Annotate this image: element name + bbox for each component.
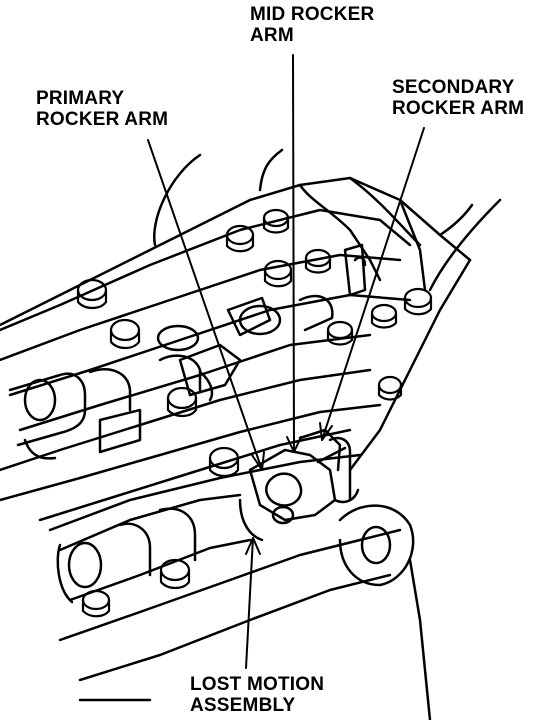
lost-motion-assembly-label-line2: ASSEMBLY xyxy=(190,695,296,716)
bolt-icon xyxy=(166,386,198,418)
leader-primary-rocker-arm xyxy=(147,139,263,471)
head-right-edge xyxy=(348,198,502,720)
lower-rocker-arm-assembly xyxy=(238,428,360,542)
leader-lost-motion-assembly xyxy=(245,537,254,669)
bolt-icon xyxy=(403,287,433,316)
primary-rocker-arm-label-line2: ROCKER ARM xyxy=(36,109,169,130)
arrowhead-secondary xyxy=(319,422,333,441)
bolt-icon xyxy=(304,248,332,274)
bolt-icon xyxy=(159,558,191,590)
secondary-rocker-arm-label: SECONDARY ROCKER ARM xyxy=(392,77,524,119)
upper-camshaft xyxy=(8,304,282,447)
mid-rocker-arm-label-line1: MID ROCKER xyxy=(250,4,375,25)
arrowhead-primary xyxy=(251,451,265,471)
bolt-icon xyxy=(263,259,293,288)
cylinder-head-bolts xyxy=(76,208,433,618)
bolt-icon xyxy=(109,318,141,350)
upper-rocker-arm-cluster xyxy=(178,243,367,402)
secondary-rocker-arm-label-line1: SECONDARY xyxy=(392,77,515,98)
bolt-icon xyxy=(326,320,354,346)
lower-camshaft xyxy=(56,493,252,604)
bolt-icon xyxy=(81,589,111,618)
lower-deck xyxy=(0,368,382,522)
secondary-rocker-arm-label-line2: ROCKER ARM xyxy=(392,98,525,119)
arrowhead-mid xyxy=(286,436,302,453)
bolt-icon xyxy=(377,375,403,401)
bolt-icon xyxy=(370,303,398,329)
leader-lines xyxy=(147,54,425,669)
primary-rocker-arm-label-line1: PRIMARY xyxy=(36,88,125,109)
upper-cam-rail xyxy=(0,208,412,432)
lost-motion-assembly-label: LOST MOTION ASSEMBLY xyxy=(190,674,324,716)
bolt-icon xyxy=(262,208,290,234)
head-upper-outline xyxy=(0,148,474,327)
bolt-icon xyxy=(225,224,255,253)
primary-rocker-arm-label: PRIMARY ROCKER ARM xyxy=(36,88,168,130)
bolt-icon xyxy=(208,446,240,478)
mid-rocker-arm-label: MID ROCKER ARM xyxy=(250,4,374,46)
mid-rocker-arm-label-line2: ARM xyxy=(250,25,294,46)
arrowhead-lost-motion xyxy=(245,537,261,555)
lost-motion-assembly-label-line1: LOST MOTION xyxy=(190,674,325,695)
leader-mid-rocker-arm xyxy=(292,54,295,453)
leader-secondary-rocker-arm xyxy=(321,127,425,441)
bolt-icon xyxy=(76,278,108,310)
